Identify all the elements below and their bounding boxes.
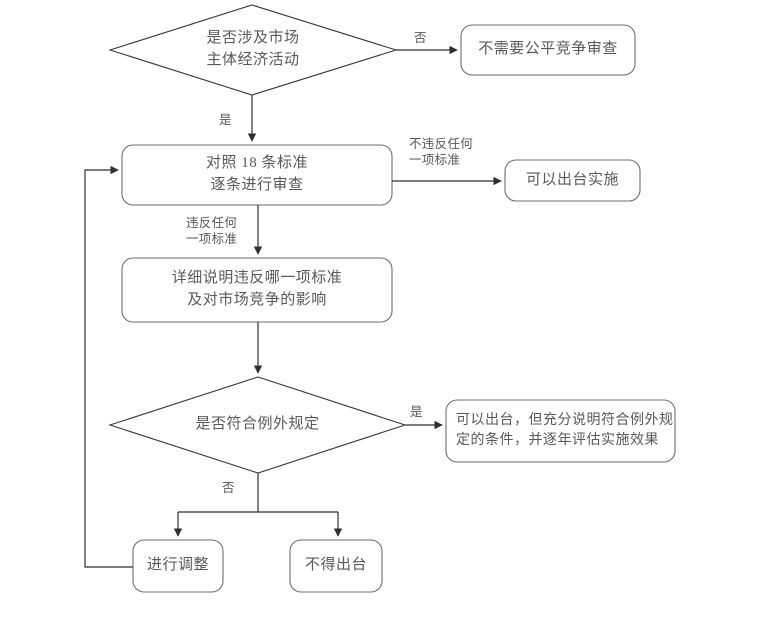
edge-label-b2-pass: 不违反任何 一项标准 (409, 136, 473, 169)
decision-market-activity-shape (108, 4, 398, 96)
edge-label-b2-fail-line1: 违反任何 (186, 216, 238, 230)
box-may-implement-shape (504, 159, 641, 202)
edge-label-b2-fail-line2: 一项标准 (186, 232, 238, 247)
edge-label-b2-pass-line1: 不违反任何 (409, 137, 474, 151)
box-make-adjustment-shape (132, 539, 224, 593)
edge-label-d2-no: 否 (222, 481, 235, 495)
box-review-18-standards-shape (121, 144, 393, 206)
box-implement-with-exception-shape (445, 399, 676, 463)
connector-feedback-loop (84, 165, 133, 568)
edge-label-d2-yes: 是 (410, 405, 423, 419)
decision-exception-shape (108, 376, 407, 474)
box-explain-violation-shape (121, 257, 393, 323)
edge-label-d1-no: 否 (414, 31, 427, 45)
box-must-not-issue-shape (289, 539, 383, 593)
edge-label-b2-pass-line2: 一项标准 (409, 153, 461, 168)
edge-label-b2-fail: 违反任何 一项标准 (186, 215, 237, 248)
edge-label-d1-yes: 是 (219, 113, 232, 127)
box-no-review-needed-shape (460, 24, 636, 76)
